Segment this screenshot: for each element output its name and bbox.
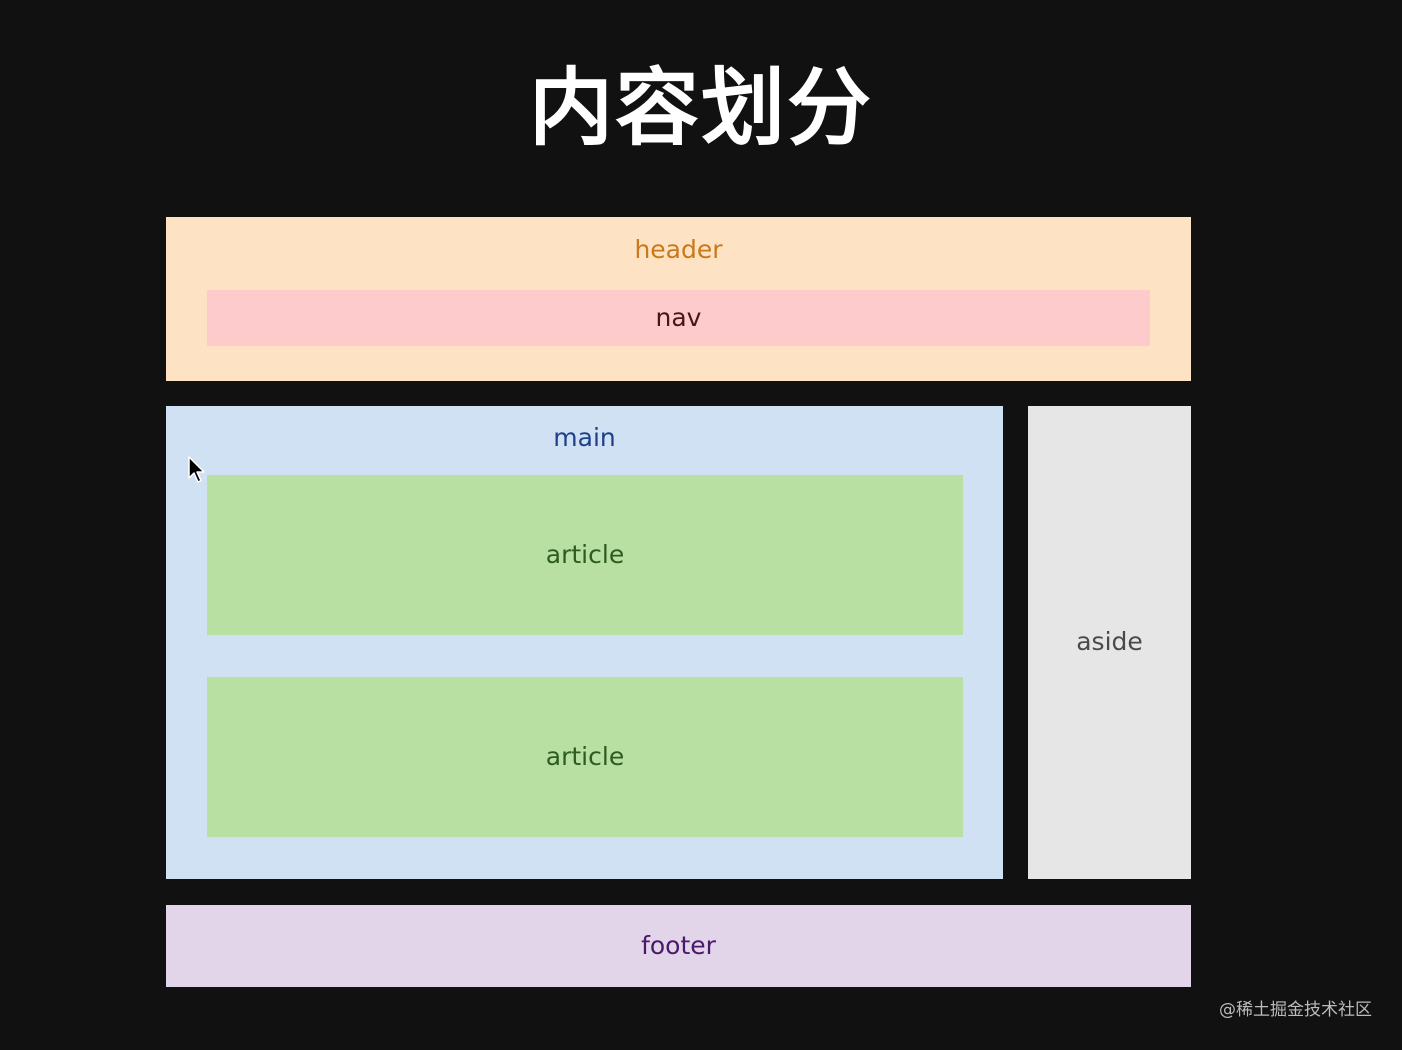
- aside-label: aside: [1076, 627, 1143, 656]
- article-label: article: [545, 540, 625, 569]
- article-block: article: [207, 475, 963, 635]
- nav-block: nav: [207, 290, 1150, 346]
- main-label: main: [553, 423, 616, 452]
- mouse-pointer-icon: [188, 456, 205, 483]
- footer-block: footer: [166, 905, 1191, 987]
- nav-label: nav: [655, 303, 702, 332]
- footer-label: footer: [641, 931, 716, 960]
- watermark: @稀土掘金技术社区: [1219, 1000, 1372, 1020]
- page-title: 内容划分: [528, 59, 873, 157]
- article-block: article: [207, 677, 963, 837]
- aside-block: aside: [1028, 406, 1191, 879]
- main-block: main article article: [166, 406, 1003, 879]
- header-label: header: [634, 235, 723, 264]
- article-label: article: [545, 742, 625, 771]
- header-block: header nav: [166, 217, 1191, 381]
